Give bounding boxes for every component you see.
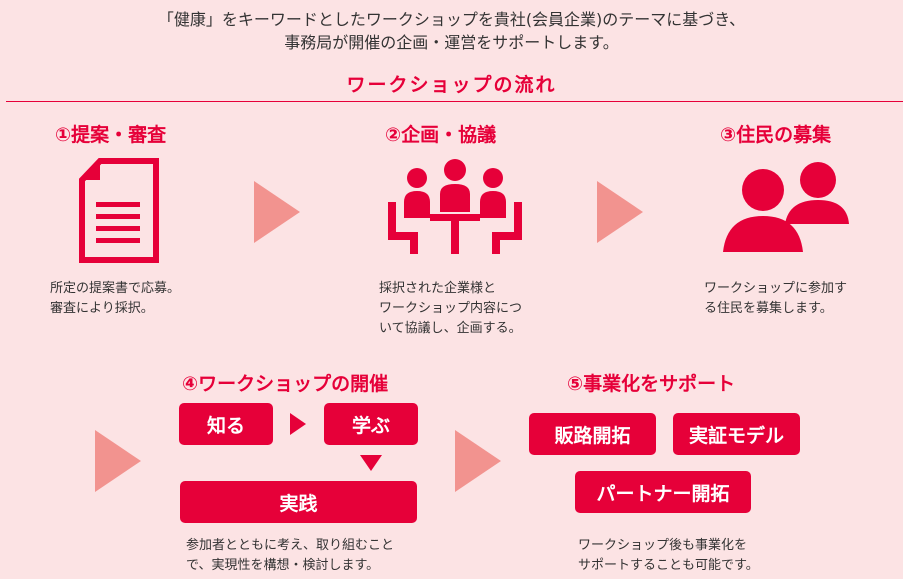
practice-badge: 実践 xyxy=(180,481,417,523)
step-5-desc-line: サポートすることも可能です。 xyxy=(578,558,759,573)
step-2-desc-line: いて協議し、企画する。 xyxy=(379,321,522,336)
tag-partner-development: パートナー開拓 xyxy=(575,471,751,513)
learn-to-practice-arrow xyxy=(360,455,382,471)
know-to-learn-arrow xyxy=(290,413,306,435)
step-1-desc-line: 所定の提案書で応募。 xyxy=(50,281,181,296)
intro-text: 「健康」をキーワードとしたワークショップを貴社(会員企業)のテーマに基づき、 事… xyxy=(0,8,903,54)
step-2-desc-line: 採択された企業様と xyxy=(379,281,497,296)
meeting-icon xyxy=(388,159,522,254)
learn-badge: 学ぶ xyxy=(324,403,418,445)
tag-demonstration-model: 実証モデル xyxy=(673,413,800,455)
intro-line-1: 「健康」をキーワードとしたワークショップを貴社(会員企業)のテーマに基づき、 xyxy=(157,10,746,29)
step-3-description: ワークショップに参加す る住民を募集します。 xyxy=(704,279,847,319)
step-3-desc-line: る住民を募集します。 xyxy=(704,301,833,316)
tag-market-development: 販路開拓 xyxy=(529,413,656,455)
step-4-desc-line: で、実現性を構想・検討します。 xyxy=(186,558,380,573)
flow-arrow-4 xyxy=(455,430,501,492)
step-5-description: ワークショップ後も事業化を サポートすることも可能です。 xyxy=(578,536,759,576)
flow-arrow-3 xyxy=(95,430,141,492)
step-5-desc-line: ワークショップ後も事業化を xyxy=(578,538,748,553)
step-1-description: 所定の提案書で応募。 審査により採択。 xyxy=(50,279,180,319)
step-4-title: ④ワークショップの開催 xyxy=(182,373,389,395)
step-4-description: 参加者とともに考え、取り組むこと で、実現性を構想・検討します。 xyxy=(186,536,394,576)
know-badge: 知る xyxy=(179,403,273,445)
step-2-description: 採択された企業様と ワークショップ内容につ いて協議し、企画する。 xyxy=(379,279,522,339)
step-4-desc-line: 参加者とともに考え、取り組むこと xyxy=(186,538,395,553)
step-3-title: ③住民の募集 xyxy=(720,124,832,146)
step-5-title: ⑤事業化をサポート xyxy=(567,373,736,395)
step-1-title: ①提案・審査 xyxy=(55,124,167,146)
flow-arrow-2 xyxy=(597,181,643,243)
step-3-desc-line: ワークショップに参加す xyxy=(704,281,848,296)
document-icon xyxy=(79,158,159,263)
section-divider xyxy=(6,101,903,102)
step-2-title: ②企画・協議 xyxy=(385,124,497,146)
step-1-desc-line: 審査により採択。 xyxy=(50,301,154,316)
step-2-desc-line: ワークショップ内容につ xyxy=(379,301,523,316)
flow-arrow-1 xyxy=(254,181,300,243)
intro-line-2: 事務局が開催の企画・運営をサポートします。 xyxy=(284,33,619,52)
section-title: ワークショップの流れ xyxy=(346,74,557,96)
people-icon xyxy=(723,162,849,252)
